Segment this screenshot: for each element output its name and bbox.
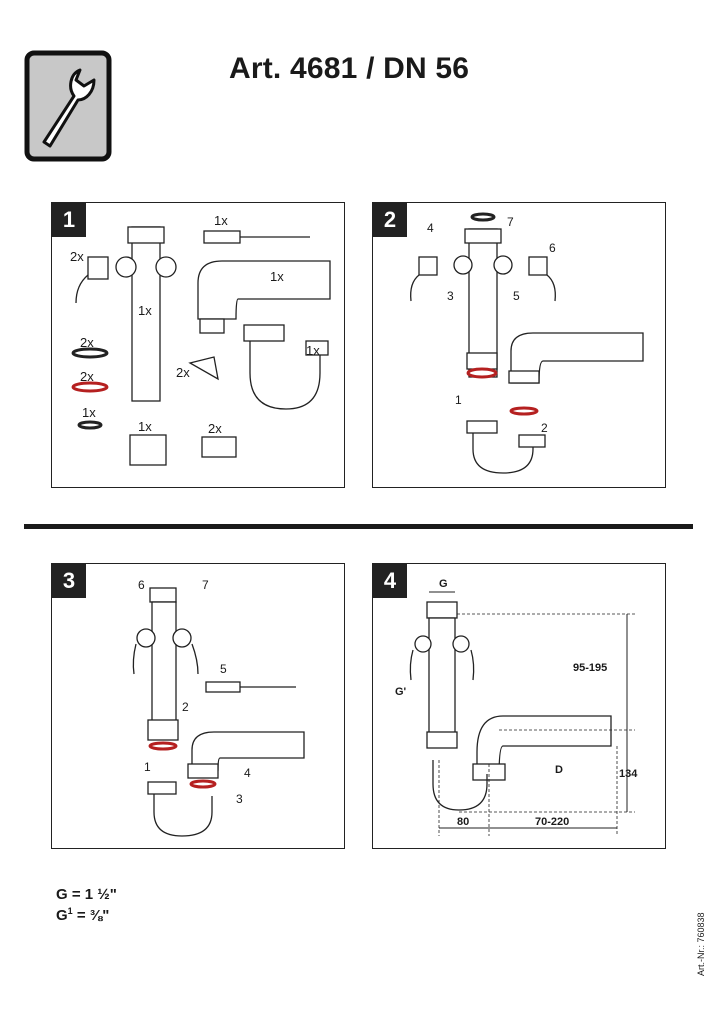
qty-label: 1x (138, 303, 152, 318)
panel-4: 4 G G' 95-195 134 80 70-220 D (372, 563, 666, 849)
step-marker: 1 (144, 760, 151, 774)
qty-label: 2x (176, 365, 190, 380)
step-marker: 6 (138, 578, 145, 592)
step-number: 3 (52, 564, 86, 598)
dim-label-height-2: 134 (619, 768, 638, 780)
assembly-step-2-drawing (410, 212, 644, 474)
dim-label-width-2: 70-220 (535, 816, 570, 828)
step-number: 1 (52, 203, 86, 237)
step-marker: 2 (541, 421, 548, 435)
step-number: 2 (373, 203, 407, 237)
parts-list-drawing (71, 226, 331, 466)
thread-size-g1: G1 = ⅜" (56, 906, 110, 924)
step-marker: 6 (549, 241, 556, 255)
page-title: Art. 4681 / DN 56 (229, 52, 470, 85)
article-number: Art.-Nr.: 760838 (696, 912, 706, 976)
panel-1: 1 1x 2x 1x 1x 2x 2x 1x 1x 2x 1x 2x (51, 202, 345, 488)
step-marker: 5 (513, 289, 520, 303)
qty-label: 1x (270, 269, 284, 284)
qty-label: 1x (214, 213, 228, 228)
panel-2: 2 1 2 3 4 5 6 7 (372, 202, 666, 488)
panel-3: 3 1 2 3 4 5 6 7 (51, 563, 345, 849)
qty-label: 1x (82, 405, 96, 420)
tool-icon-box (24, 50, 112, 162)
dim-label-d: D (555, 764, 563, 776)
section-divider (24, 524, 693, 529)
step-marker: 7 (202, 578, 209, 592)
dim-label-height-1: 95-195 (573, 662, 608, 674)
qty-label: 2x (80, 369, 94, 384)
qty-label: 2x (208, 421, 222, 436)
assembly-step-3-drawing (132, 587, 305, 837)
step-marker: 3 (447, 289, 454, 303)
qty-label: 2x (80, 335, 94, 350)
dim-label-width-1: 80 (457, 816, 470, 828)
wrench-icon (24, 50, 112, 162)
step-marker: 1 (455, 393, 462, 407)
dim-label-g: G (439, 578, 448, 590)
dimensions-drawing (409, 591, 635, 836)
step-marker: 4 (427, 221, 434, 235)
step-marker: 3 (236, 792, 243, 806)
step-marker: 4 (244, 766, 251, 780)
step-marker: 7 (507, 215, 514, 229)
dim-label-g1: G' (395, 686, 407, 698)
qty-label: 1x (306, 343, 320, 358)
qty-label: 1x (138, 419, 152, 434)
thread-size-g: G = 1 ½" (56, 886, 117, 903)
qty-label: 2x (70, 249, 84, 264)
step-marker: 5 (220, 662, 227, 676)
step-marker: 2 (182, 700, 189, 714)
step-number: 4 (373, 564, 407, 598)
